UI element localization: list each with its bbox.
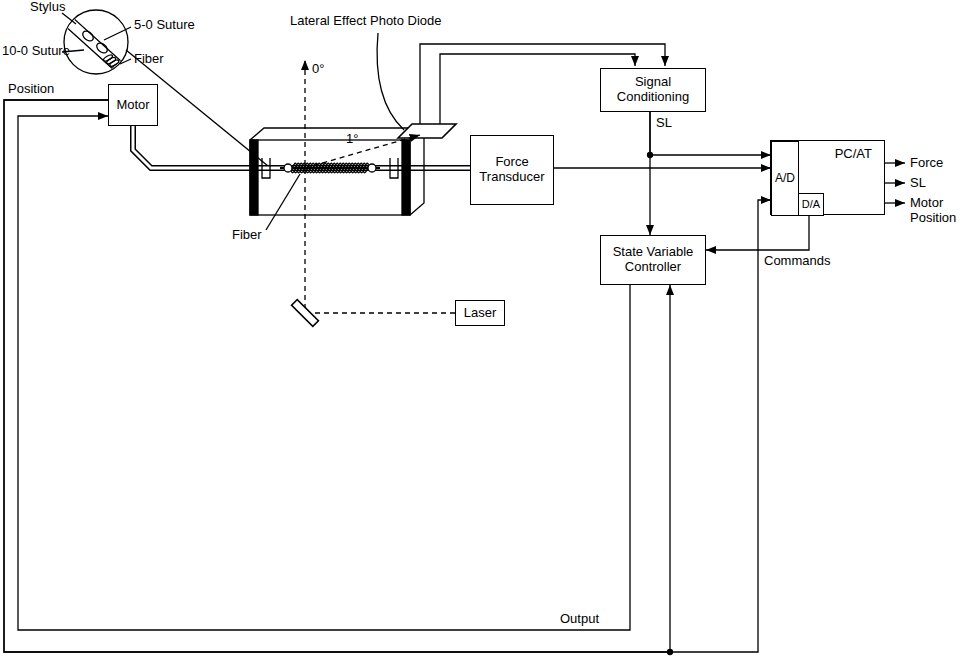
box-label: PC/AT	[835, 147, 872, 162]
output-arrow	[885, 182, 905, 183]
coil-winding	[309, 163, 315, 173]
coil-winding	[351, 163, 357, 173]
suture-loop	[81, 29, 95, 43]
box-label: Signal Conditioning	[601, 75, 705, 105]
angle-label: 1°	[346, 132, 358, 147]
converter-box: A/D	[771, 141, 799, 216]
coil-winding	[318, 163, 324, 173]
coil-winding	[348, 163, 354, 173]
coil-winding	[112, 61, 123, 69]
suture-knot	[284, 164, 292, 172]
leader-line	[120, 59, 131, 64]
coil-winding	[357, 163, 363, 173]
box-label: D/A	[802, 198, 820, 211]
laser-beam	[304, 60, 305, 309]
converter-box: D/A	[798, 193, 824, 216]
chamber-wall	[250, 140, 258, 215]
output-arrow	[885, 162, 905, 163]
coil-winding	[333, 163, 339, 173]
callout-label: Lateral Effect Photo Diode	[290, 14, 442, 29]
coil-winding	[115, 64, 126, 72]
part-label: Fiber	[134, 52, 164, 67]
photodiode	[398, 124, 456, 138]
part-label: Fiber	[232, 228, 262, 243]
signal-connector	[4, 100, 670, 652]
coil-winding	[327, 163, 333, 173]
coil-winding	[321, 163, 327, 173]
chamber-front	[250, 140, 410, 215]
chamber-wall	[402, 140, 410, 215]
leader-line	[104, 27, 131, 40]
fiber-coil	[291, 163, 369, 173]
signal-name: SL	[656, 116, 672, 131]
angle-label: 0°	[312, 62, 324, 77]
fiber-coil	[103, 54, 136, 80]
output-name: SL	[910, 176, 926, 191]
coil-winding	[354, 163, 360, 173]
coil-winding	[122, 69, 133, 77]
coil-winding	[330, 163, 336, 173]
box-label: A/D	[775, 172, 795, 186]
mirror	[292, 300, 319, 327]
signal-name: Commands	[764, 254, 830, 269]
box-label: Laser	[464, 306, 497, 321]
process-box: Signal Conditioning	[600, 68, 706, 112]
leader-line	[62, 13, 76, 24]
signal-connector	[4, 100, 771, 652]
clamp	[390, 158, 398, 178]
laser-beam	[310, 312, 455, 313]
output-arrow	[885, 202, 905, 203]
box-label: Force Transducer	[471, 155, 553, 185]
signal-connector	[650, 112, 771, 155]
laser-box: Laser	[455, 300, 505, 326]
coil-winding	[125, 72, 136, 80]
coil-winding	[118, 67, 129, 75]
signal-name: Output	[560, 612, 599, 627]
coil-winding	[360, 163, 366, 173]
controller-box: State Variable Controller	[600, 235, 706, 285]
part-label: 10-0 Suture	[2, 44, 70, 59]
coil-winding	[345, 163, 351, 173]
output-name: Force	[910, 156, 943, 171]
output-name: Motor Position	[910, 196, 964, 226]
motor-box: Motor	[108, 84, 158, 126]
suture-loop	[95, 41, 109, 55]
box-label: Motor	[116, 98, 149, 113]
coil-winding	[324, 163, 330, 173]
chamber-side	[410, 128, 424, 215]
clamp	[262, 158, 270, 178]
coil-winding	[339, 163, 345, 173]
box-label: State Variable Controller	[601, 245, 705, 275]
coil-winding	[297, 163, 303, 173]
signal-connector	[554, 167, 771, 168]
coil-winding	[342, 163, 348, 173]
signal-connector	[649, 112, 650, 235]
coil-winding	[336, 163, 342, 173]
transducer-box: Force Transducer	[470, 135, 554, 205]
leader-line	[377, 33, 404, 130]
part-label: Stylus	[30, 0, 65, 15]
leader-line	[266, 174, 300, 230]
diffracted-beam	[305, 135, 420, 168]
signal-connector	[18, 116, 630, 630]
coil-winding	[294, 163, 300, 173]
stylus-body	[54, 8, 122, 70]
suture-knot	[368, 164, 376, 172]
computer-box: PC/AT A/D D/A	[770, 140, 885, 215]
part-label: 5-0 Suture	[134, 18, 195, 33]
signal-name: Position	[8, 82, 54, 97]
